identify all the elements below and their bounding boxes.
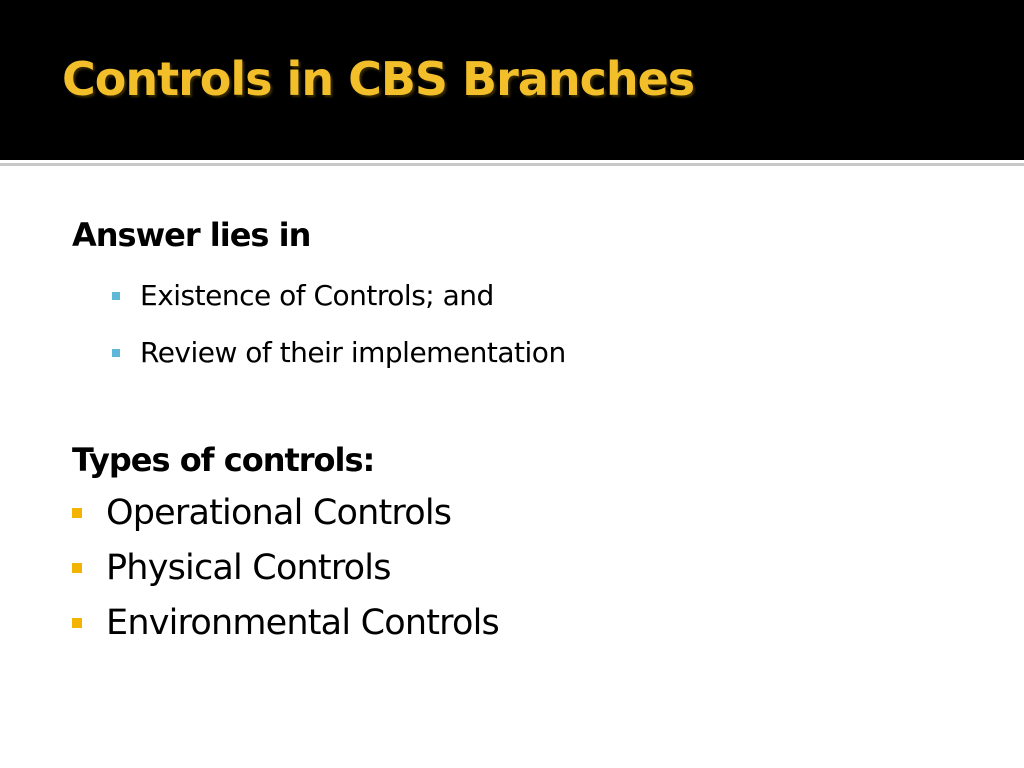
list-item: Environmental Controls [72, 603, 500, 643]
list-item-label: Review of their implementation [140, 336, 566, 369]
square-bullet-icon [72, 508, 82, 518]
slide-title: Controls in CBS Branches [62, 52, 695, 106]
list-item: Existence of Controls; and [112, 279, 494, 312]
list-item-label: Physical Controls [106, 548, 391, 588]
square-bullet-icon [112, 348, 120, 357]
section-heading-types: Types of controls: [72, 441, 375, 479]
list-item: Operational Controls [72, 493, 452, 533]
title-bar: Controls in CBS Branches [0, 0, 1024, 160]
section-heading-answer: Answer lies in [72, 216, 311, 254]
list-item-label: Existence of Controls; and [140, 279, 494, 312]
list-item-label: Operational Controls [106, 493, 452, 533]
square-bullet-icon [72, 563, 82, 573]
list-item-label: Environmental Controls [106, 603, 500, 643]
list-item: Physical Controls [72, 548, 391, 588]
title-divider [0, 163, 1024, 166]
list-item: Review of their implementation [112, 336, 566, 369]
square-bullet-icon [112, 291, 120, 300]
square-bullet-icon [72, 618, 82, 628]
